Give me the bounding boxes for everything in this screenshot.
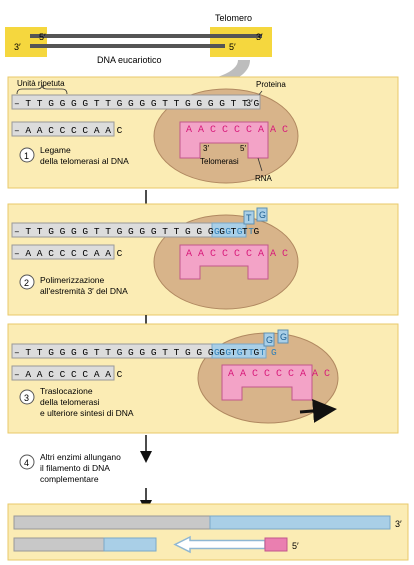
- rna-5: 5′: [240, 144, 246, 153]
- final-top-strand-old: [13, 515, 211, 530]
- rna-label: RNA: [255, 174, 273, 183]
- rna-template: [221, 364, 313, 401]
- final-panel-background: [7, 503, 409, 561]
- rna-pointer: [257, 157, 263, 172]
- bottom-strand-seq: – A A C C C C A A C: [14, 125, 123, 136]
- step-3-number: 3: [24, 393, 29, 403]
- dna-lower-strand: [30, 44, 225, 48]
- end-3-left: 3′: [14, 42, 21, 52]
- telomere-right: [210, 27, 272, 57]
- repeat-brace: [16, 84, 68, 95]
- top-strand-seq: – T T G G G G T T G G G G T T G G G G T …: [14, 347, 259, 358]
- translocation-arrow: [299, 398, 337, 423]
- step-3-line3: e ulteriore sintesi di DNA: [40, 408, 134, 418]
- step-1-number: 1: [24, 151, 29, 161]
- incoming-nucleotide-1: [243, 210, 255, 225]
- step-4-line1: Altri enzimi allungano: [40, 452, 121, 462]
- step-2-badge: [19, 274, 35, 290]
- step-3-line2: della telomerasi: [40, 397, 100, 407]
- rna-template-seq: A A C C C C A A C: [186, 249, 288, 260]
- panel-final: 3′ 5′: [7, 503, 409, 561]
- step-4-line2: il filamento di DNA: [40, 463, 110, 473]
- nucleotide-2-label: G: [280, 332, 287, 342]
- repeat-label: Unità ripetuta: [17, 79, 65, 88]
- dna-upper-strand: [30, 34, 262, 38]
- top-strand-seq: – T T G G G G T T G G G G T T G G G G T …: [14, 226, 259, 237]
- bottom-strand-box: [11, 244, 115, 260]
- new-dna-segment: [211, 343, 267, 359]
- bottom-strand-seq: – A A C C C C A A C: [14, 369, 123, 380]
- final-top-strand-new: [209, 515, 391, 530]
- incoming-nucleotide-2: [256, 207, 268, 222]
- step-1-line1: Legame: [40, 145, 71, 155]
- final-bottom-strand-old: [13, 537, 105, 552]
- new-dna-seq: G G G T T G: [214, 347, 277, 358]
- nucleotide-2-label: G: [259, 210, 266, 220]
- step-1-line2: della telomerasi al DNA: [40, 156, 129, 166]
- end-5-right: 5′: [229, 42, 236, 52]
- bottom-strand-seq: – A A C C C C A A C: [14, 248, 123, 259]
- rna-template-seq: A A C C C C A A C: [186, 125, 288, 136]
- rna-primer: [264, 537, 288, 552]
- step-4-line3: complementare: [40, 474, 99, 484]
- rna-template: [179, 244, 269, 280]
- incoming-nucleotide-1: [263, 332, 275, 347]
- step-2-line1: Polimerizzazione: [40, 275, 105, 285]
- step-3-line1: Traslocazione: [40, 386, 93, 396]
- incoming-nucleotide-2: [277, 329, 289, 344]
- nucleotide-1-label: G: [266, 335, 273, 345]
- step-4-number: 4: [24, 458, 29, 468]
- nucleotide-1-label: T: [246, 213, 252, 223]
- new-dna-segment: [211, 222, 247, 238]
- top-strand-3: 3′: [246, 98, 253, 108]
- final-end-3: 3′: [395, 519, 402, 529]
- end-5-left: 5′: [39, 32, 46, 42]
- top-strand-seq: – T T G G G G T T G G G G T T G G G G T …: [14, 98, 259, 109]
- enzyme-label: Telomerasi: [200, 157, 239, 166]
- telomere-left: [5, 27, 47, 57]
- end-3-right: 3′: [256, 32, 263, 42]
- top-strand-box: [11, 94, 261, 110]
- step-4-badge: [19, 454, 35, 470]
- rna-template-seq: A A C C C C A A C: [228, 369, 330, 380]
- final-end-5: 5′: [292, 541, 299, 551]
- protein-label: Proteina: [256, 80, 286, 89]
- final-bottom-strand-new: [103, 537, 157, 552]
- new-dna-seq: G G G T: [214, 226, 254, 237]
- step-3-badge: [19, 389, 35, 405]
- telomere-label: Telomero: [215, 13, 252, 23]
- step-2-number: 2: [24, 278, 29, 288]
- extension-direction-arrow: [173, 535, 266, 554]
- rna-template: [179, 121, 269, 159]
- step-2-line2: all'estremità 3′ del DNA: [40, 286, 128, 296]
- step-4: 4 Altri enzimi allungano il filamento di…: [19, 452, 121, 484]
- dna-label: DNA eucariotico: [97, 55, 162, 65]
- panel-step-2: – T T G G G G T T G G G G T T G G G G T …: [7, 203, 399, 316]
- bottom-strand-box: [11, 365, 115, 381]
- rna-3: 3′: [203, 144, 209, 153]
- step-1-badge: [19, 147, 35, 163]
- bottom-strand-box: [11, 121, 115, 137]
- panel-step-3: – T T G G G G T T G G G G T T G G G G T …: [7, 323, 399, 434]
- panel-step-1: Unità ripetuta Proteina – T T G G G G T …: [7, 76, 399, 189]
